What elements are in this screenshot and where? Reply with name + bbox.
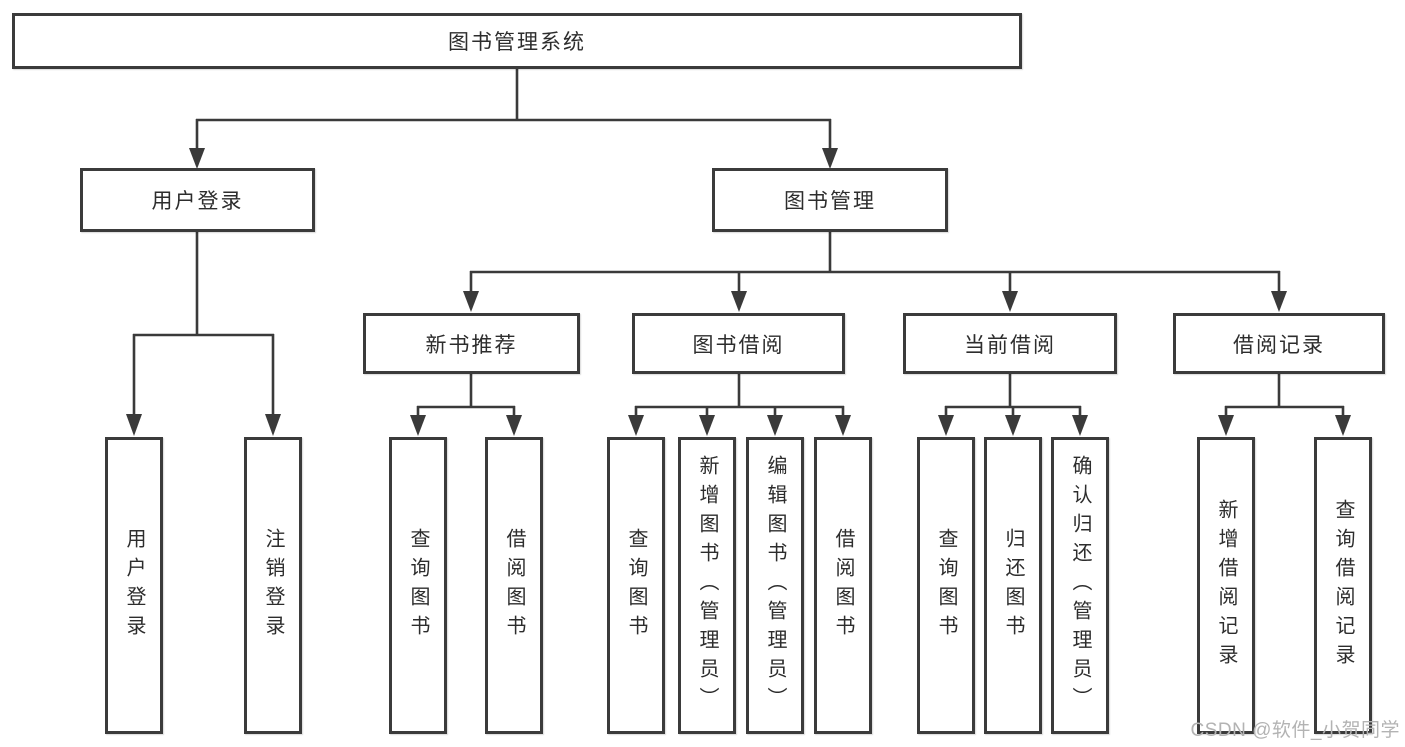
node-label: 图书借阅 (692, 333, 785, 357)
leaf-add-borrow-record: 新增借阅记录 (1197, 437, 1255, 734)
leaf-query-borrow-record: 查询借阅记录 (1314, 437, 1372, 734)
node-library-management-system: 图书管理系统 (12, 13, 1022, 69)
leaf-label: 注销登录 (262, 527, 284, 644)
leaf-borrow-books-recommend: 借阅图书 (485, 437, 543, 734)
leaf-label: 归还图书 (1002, 527, 1024, 644)
node-new-book-recommend: 新书推荐 (363, 313, 580, 374)
leaf-return-books: 归还图书 (984, 437, 1042, 734)
node-book-borrow: 图书借阅 (632, 313, 845, 374)
node-book-management: 图书管理 (712, 168, 948, 232)
connector-current-borrow-children (938, 373, 1088, 436)
connector-new-book-children (410, 373, 522, 436)
leaf-label: 查询图书 (935, 527, 957, 644)
leaf-label: 新增图书（管理员） (696, 455, 718, 716)
leaf-query-books-current: 查询图书 (917, 437, 975, 734)
leaf-label: 借阅图书 (832, 527, 854, 644)
connector-book-borrow-children (628, 373, 851, 436)
leaf-edit-book-admin: 编辑图书（管理员） (746, 437, 804, 734)
leaf-label: 借阅图书 (503, 527, 525, 644)
connector-borrow-records-children (1218, 373, 1351, 436)
leaf-label: 查询借阅记录 (1332, 498, 1354, 673)
leaf-add-book-admin: 新增图书（管理员） (678, 437, 736, 734)
leaf-query-books-borrow: 查询图书 (607, 437, 665, 734)
connector-user-login-children (126, 232, 281, 436)
leaf-label: 编辑图书（管理员） (764, 455, 786, 716)
leaf-label: 新增借阅记录 (1215, 498, 1237, 673)
node-current-borrow: 当前借阅 (903, 313, 1117, 374)
leaf-user-login: 用户登录 (105, 437, 163, 734)
leaf-confirm-return-admin: 确认归还（管理员） (1051, 437, 1109, 734)
leaf-label: 查询图书 (407, 527, 429, 644)
node-label: 借阅记录 (1233, 333, 1325, 357)
leaf-query-books-recommend: 查询图书 (389, 437, 447, 734)
leaf-label: 用户登录 (123, 527, 145, 644)
node-user-login: 用户登录 (80, 168, 315, 232)
leaf-label: 确认归还（管理员） (1069, 455, 1091, 716)
node-label: 用户登录 (151, 190, 244, 213)
node-borrow-records: 借阅记录 (1173, 313, 1385, 374)
leaf-borrow-books: 借阅图书 (814, 437, 872, 734)
csdn-watermark: CSDN @软件_小贺同学 (1190, 720, 1400, 741)
leaf-label: 查询图书 (625, 527, 647, 644)
connector-root-to-level2 (189, 69, 838, 169)
node-label: 图书管理 (784, 190, 876, 213)
node-label: 图书管理系统 (448, 31, 586, 54)
connector-book-management-children (463, 232, 1287, 312)
node-label: 新书推荐 (425, 333, 518, 357)
node-label: 当前借阅 (964, 333, 1056, 357)
leaf-logout: 注销登录 (244, 437, 302, 734)
